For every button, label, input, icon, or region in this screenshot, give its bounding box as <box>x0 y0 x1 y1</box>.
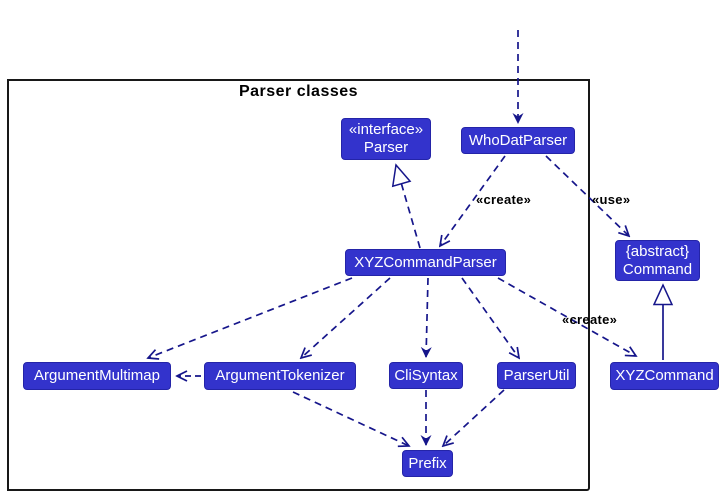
class-whodatparser-name: WhoDatParser <box>468 131 568 149</box>
class-argumentmultimap-name: ArgumentMultimap <box>34 367 160 384</box>
class-xyzcommand: XYZCommand <box>610 362 719 390</box>
edge-whodat-create-xyzparser <box>440 155 506 246</box>
class-command-stereotype: {abstract} <box>625 242 690 260</box>
class-whodatparser: WhoDatParser <box>461 127 575 154</box>
class-xyzcommandparser: XYZCommandParser <box>345 249 506 276</box>
edge-xyzparser-multimap <box>148 277 353 358</box>
class-parser-name: Parser <box>363 139 409 156</box>
edge-parserutil-prefix <box>443 389 505 446</box>
class-argumentmultimap: ArgumentMultimap <box>23 362 171 390</box>
edge-xyzparser-implements-parser <box>391 163 421 249</box>
class-command-name: Command <box>622 260 693 278</box>
class-parserutil: ParserUtil <box>497 362 576 389</box>
class-clisyntax-name: CliSyntax <box>394 366 458 384</box>
edge-label-create-bottom: «create» <box>562 312 618 327</box>
class-command: {abstract} Command <box>615 240 700 281</box>
class-argumenttokenizer-name: ArgumentTokenizer <box>215 367 345 384</box>
class-parser-stereotype: «interface» <box>348 121 424 138</box>
edge-tokenizer-prefix <box>292 391 409 446</box>
class-xyzcommand-name: XYZCommand <box>615 367 714 384</box>
class-argumenttokenizer: ArgumentTokenizer <box>204 362 356 390</box>
edge-xyzparser-clisyntax <box>420 277 432 359</box>
frame-title: Parser classes <box>238 83 359 100</box>
edge-label-use: «use» <box>592 192 631 207</box>
class-parserutil-name: ParserUtil <box>503 366 570 384</box>
class-clisyntax: CliSyntax <box>389 362 463 389</box>
class-prefix: Prefix <box>402 450 453 477</box>
class-xyzcommandparser-name: XYZCommandParser <box>354 253 497 271</box>
class-parser: «interface» Parser <box>341 118 431 160</box>
edge-label-create-top: «create» <box>476 192 532 207</box>
class-prefix-name: Prefix <box>408 454 447 472</box>
edge-xyzparser-tokenizer <box>301 277 391 358</box>
edge-whodat-use-command <box>545 155 629 236</box>
edge-xyzparser-create-xyzcommand <box>497 277 636 356</box>
edge-xyzparser-parserutil <box>461 277 519 358</box>
package-frame <box>7 79 590 491</box>
